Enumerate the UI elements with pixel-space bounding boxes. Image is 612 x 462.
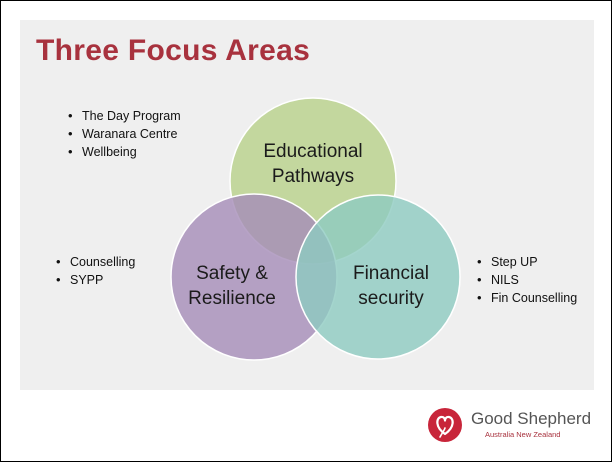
slide-title: Three Focus Areas bbox=[36, 34, 311, 67]
venn-label-educational-line1: Educational bbox=[263, 141, 363, 162]
list-item: Step UP bbox=[477, 253, 577, 271]
venn-label-financial-line2: security bbox=[358, 288, 424, 309]
venn-label-educational-line2: Pathways bbox=[271, 166, 355, 187]
venn-label-financial: Financial security bbox=[331, 261, 451, 311]
list-item: The Day Program bbox=[68, 107, 181, 125]
list-item: Fin Counselling bbox=[477, 289, 577, 307]
list-item: NILS bbox=[477, 271, 577, 289]
venn-label-safety: Safety & Resilience bbox=[171, 261, 293, 311]
venn-label-safety-line2: Resilience bbox=[188, 288, 276, 309]
venn-label-educational: Educational Pathways bbox=[243, 139, 383, 189]
venn-label-safety-line1: Safety & bbox=[196, 263, 268, 284]
logo-name: Good Shepherd bbox=[471, 409, 592, 428]
list-item: SYPP bbox=[56, 271, 135, 289]
list-item: Wellbeing bbox=[68, 143, 181, 161]
heart-logo-icon bbox=[428, 408, 462, 442]
educational-programs-list: The Day Program Waranara Centre Wellbein… bbox=[68, 107, 181, 161]
safety-programs-list: Counselling SYPP bbox=[56, 253, 135, 289]
venn-circle-financial bbox=[295, 194, 461, 360]
logo-subtitle: Australia New Zealand bbox=[485, 430, 561, 439]
list-item: Counselling bbox=[56, 253, 135, 271]
venn-label-financial-line1: Financial bbox=[352, 263, 430, 284]
good-shepherd-logo: Good Shepherd Australia New Zealand bbox=[427, 403, 597, 449]
list-item: Waranara Centre bbox=[68, 125, 181, 143]
financial-programs-list: Step UP NILS Fin Counselling bbox=[477, 253, 577, 307]
